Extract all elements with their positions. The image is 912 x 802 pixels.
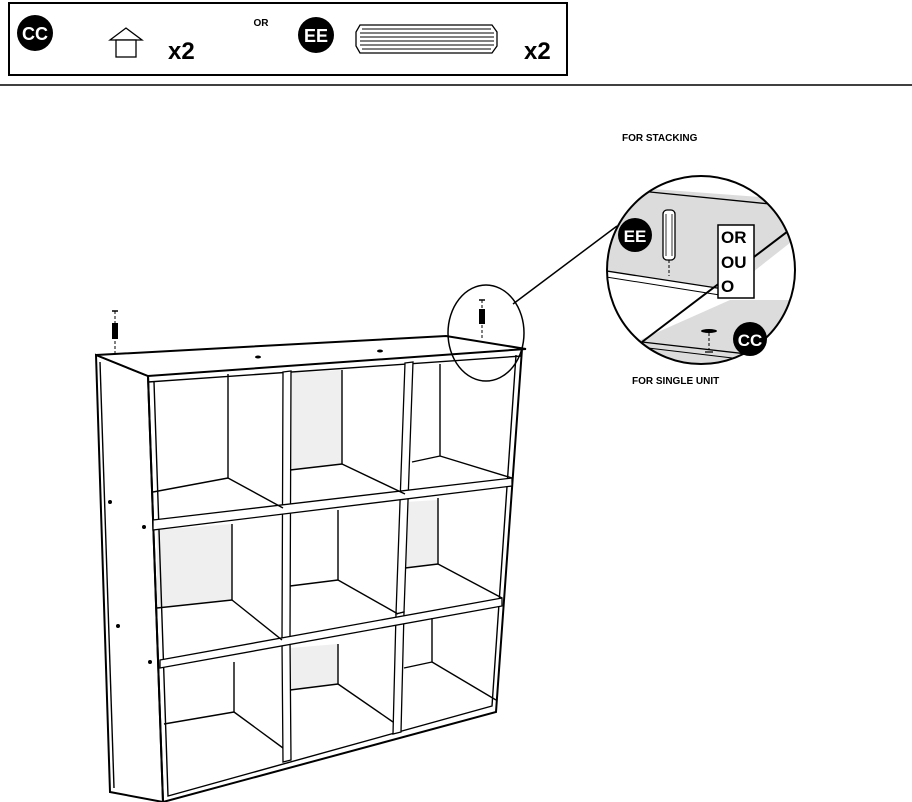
- cam-hole: [377, 349, 383, 353]
- cam-lock-cap-icon: [108, 27, 144, 58]
- dowel-detail: [662, 209, 676, 276]
- stacking-label: FOR STACKING: [622, 133, 698, 144]
- stacking-dowel-right: [479, 299, 485, 340]
- cc-badge: CC: [17, 15, 53, 51]
- or-line-3: O: [721, 277, 734, 296]
- parts-box: CC x2 OR EE x2: [8, 2, 568, 76]
- cube-bookcase: [94, 284, 527, 802]
- detail-callout: OR OU O EE CC: [606, 175, 796, 365]
- cc-badge-label: CC: [22, 24, 48, 44]
- stacking-dowel-left: [112, 310, 118, 356]
- cc-quantity: x2: [168, 38, 195, 65]
- detail-ee-badge-label: EE: [624, 227, 647, 246]
- cam-cap-detail: [701, 329, 717, 353]
- top-panel: [95, 334, 527, 378]
- or-line-2: OU: [721, 253, 747, 272]
- back-panel-shade: [405, 500, 438, 568]
- detail-ee-badge: EE: [618, 218, 652, 252]
- or-label: OR: [254, 18, 270, 29]
- back-panel-shade: [290, 370, 342, 470]
- or-line-1: OR: [721, 228, 747, 247]
- wood-dowel-icon: [355, 24, 498, 54]
- cam-hole: [255, 355, 261, 359]
- detail-cc-badge: CC: [733, 322, 767, 356]
- single-unit-label: FOR SINGLE UNIT: [632, 376, 719, 387]
- ee-badge: EE: [298, 17, 334, 53]
- left-side-panel: [94, 353, 165, 802]
- detail-circle-frame: [606, 175, 796, 365]
- ee-quantity: x2: [524, 38, 551, 65]
- or-ou-o-box: [717, 224, 755, 299]
- detail-cc-badge-label: CC: [738, 331, 763, 350]
- ee-badge-label: EE: [304, 26, 328, 46]
- callout-leader-line: [512, 225, 618, 305]
- back-panel-shade: [290, 644, 338, 690]
- zoom-callout-circle: [447, 284, 525, 382]
- back-panel-shade: [157, 524, 232, 608]
